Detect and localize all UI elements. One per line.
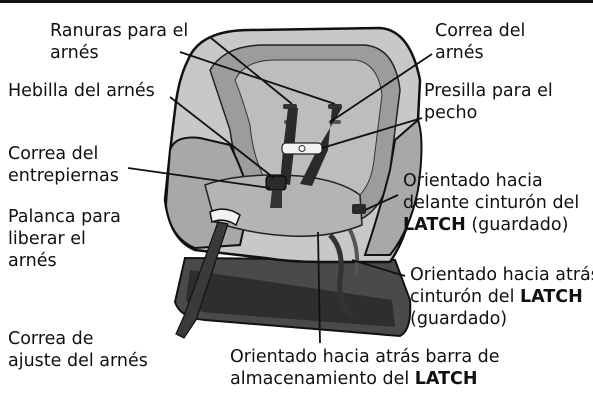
leader-lines	[127, 37, 433, 344]
crotch-strap	[270, 190, 282, 208]
label-harness-release: Palanca para liberar el arnés	[8, 207, 121, 271]
base-shade	[186, 270, 395, 327]
side-wing-right	[363, 118, 423, 256]
top-rule	[0, 0, 593, 3]
release-lever	[209, 208, 241, 227]
harness-slot-left	[283, 104, 297, 109]
label-harness-buckle: Hebilla del arnés	[8, 81, 155, 101]
label-harness-slots: Ranuras para el arnés	[50, 21, 189, 63]
rear-latch-belt	[328, 233, 355, 320]
label-rear-latch-bar: Orientado hacia atrás barra de almacenam…	[230, 347, 500, 389]
chest-clip	[281, 142, 323, 155]
label-harness-strap: Correa del arnés	[435, 21, 526, 63]
harness-slot-right	[328, 104, 342, 109]
forward-latch-connector	[352, 204, 366, 214]
label-chest-clip: Presilla para el pecho	[424, 81, 553, 123]
label-forward-latch: Orientado hacia delante cinturón del LAT…	[403, 171, 580, 235]
label-rear-latch-belt: Orientado hacia atrás cinturón del LATCH…	[410, 265, 593, 329]
adjust-strap	[175, 221, 229, 339]
label-crotch-strap: Correa del entrepiernas	[8, 144, 119, 186]
label-harness-adjust: Correa de ajuste del arnés	[8, 329, 148, 371]
